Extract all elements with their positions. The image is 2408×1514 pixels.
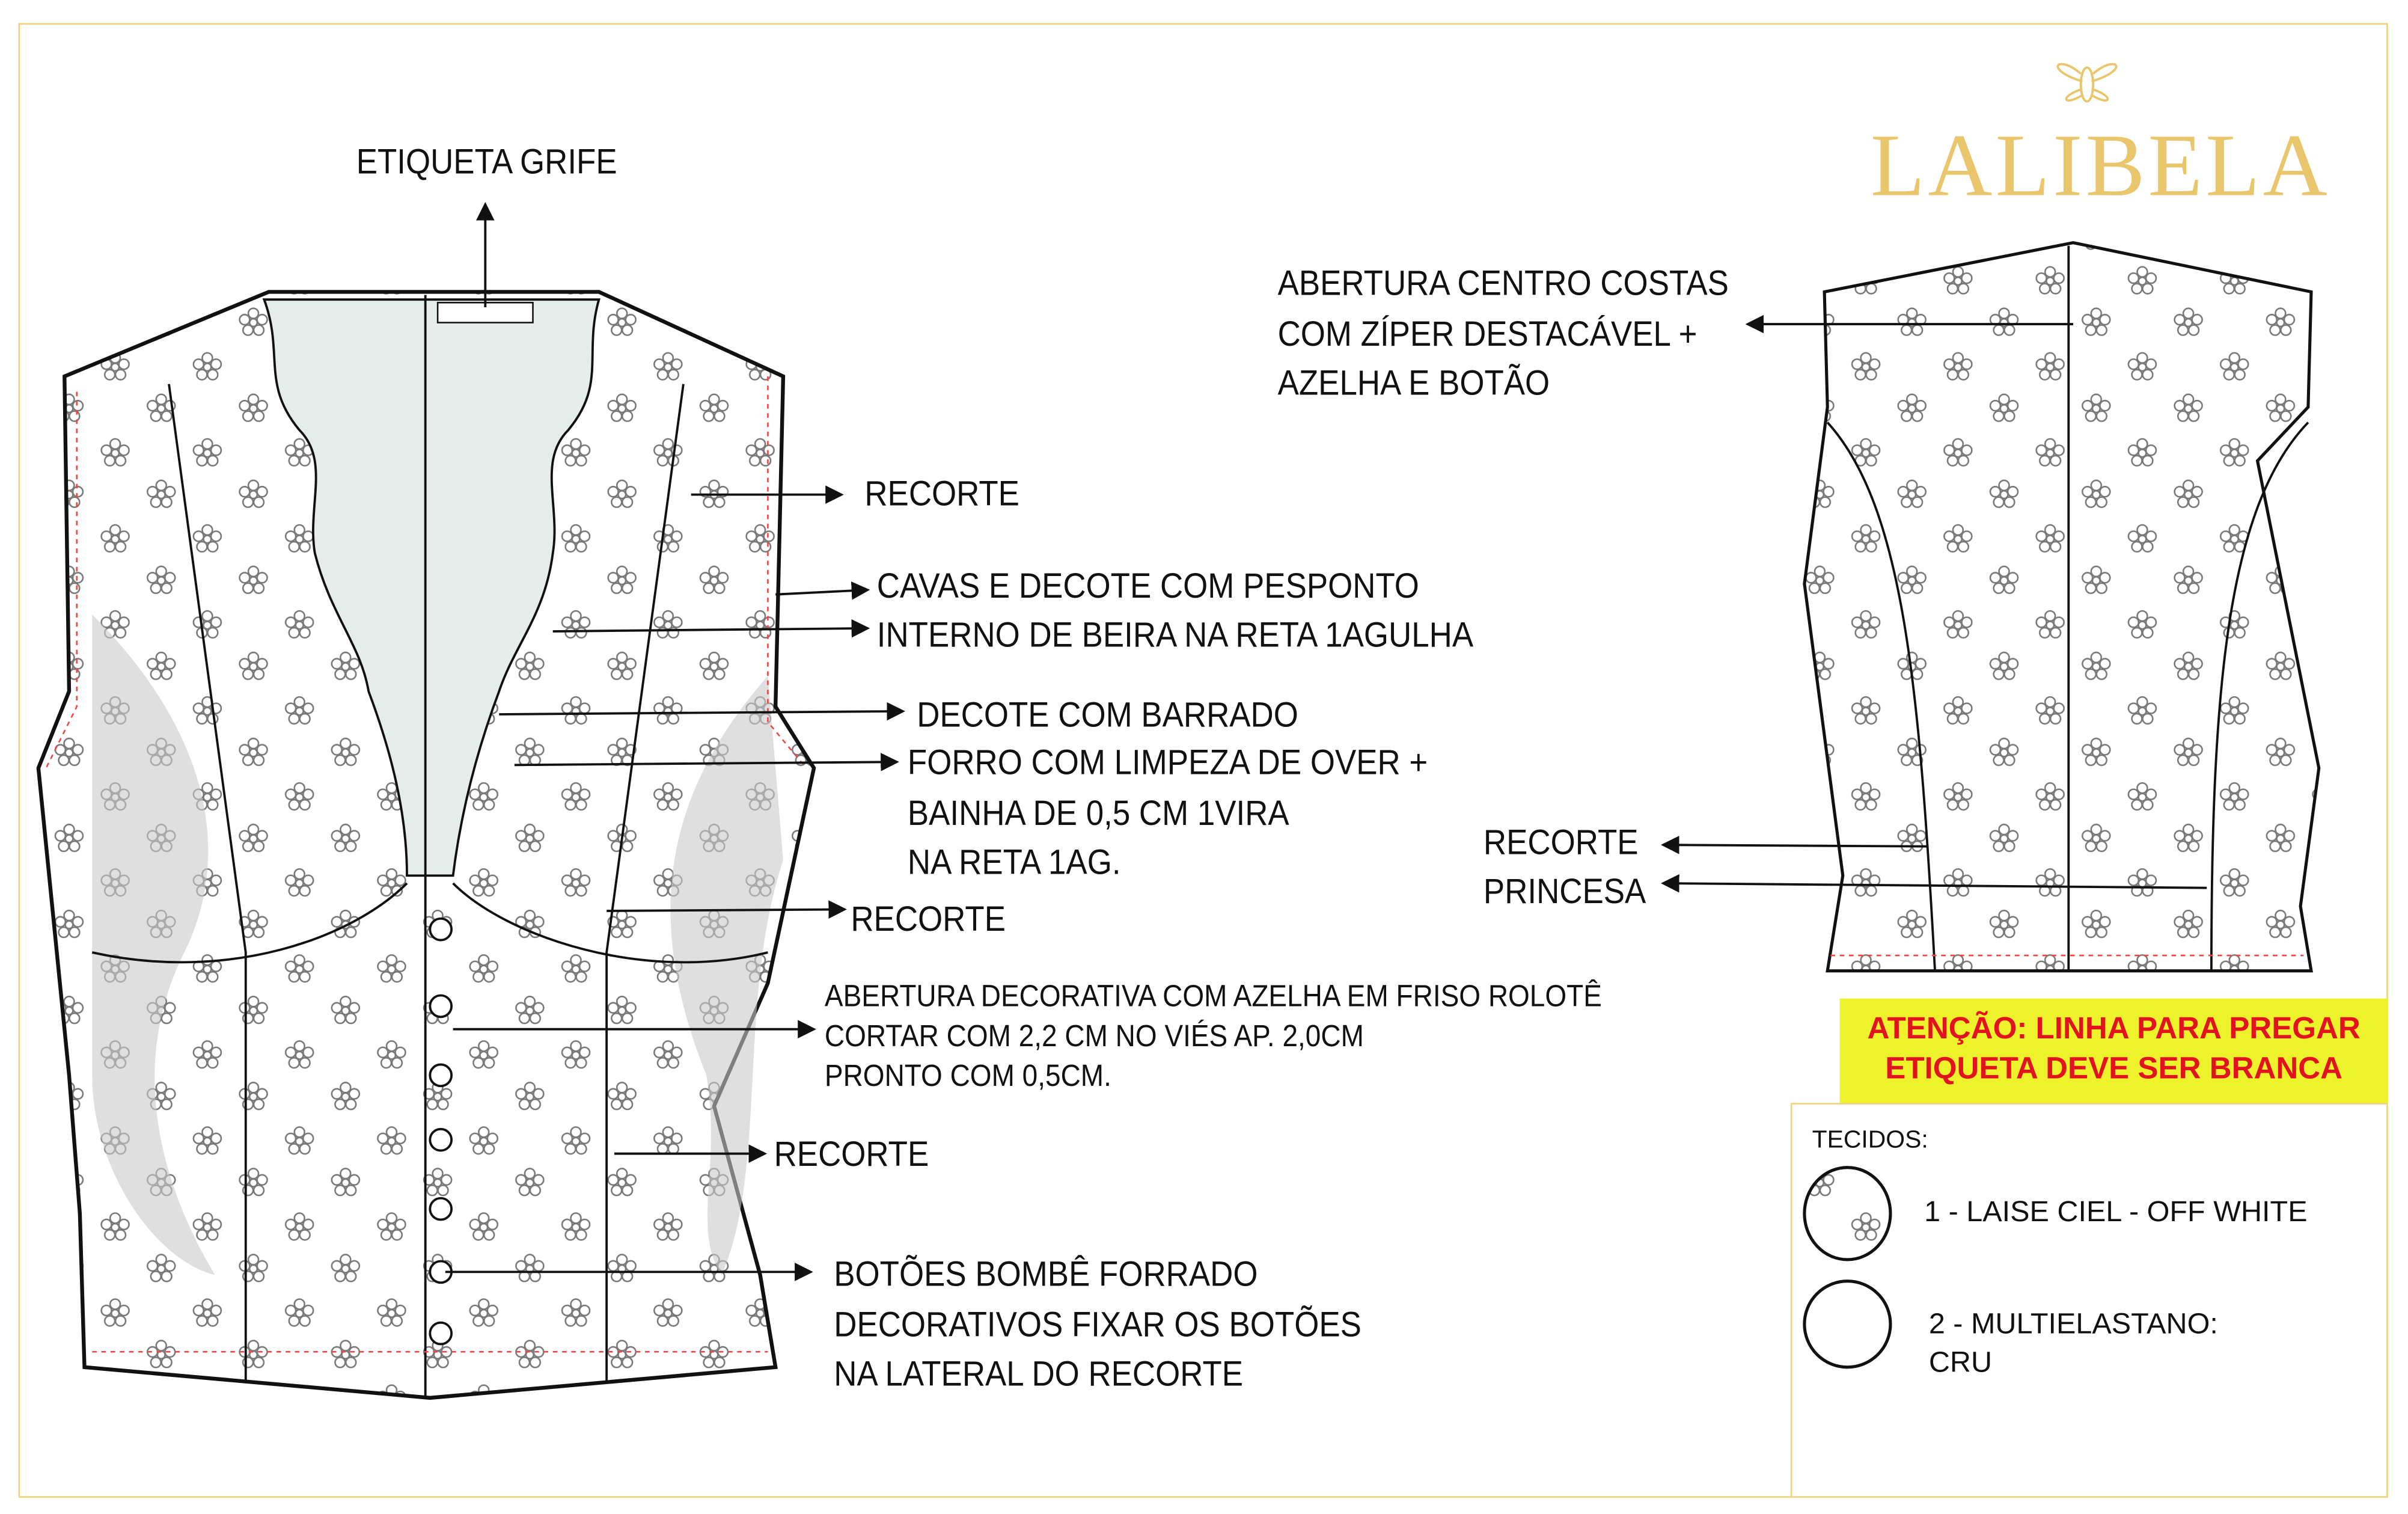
warning-line1: ATENÇÃO: LINHA PARA PREGAR (1867, 1012, 2361, 1046)
abertura-note-line1: ABERTURA DECORATIVA COM AZELHA EM FRISO … (824, 979, 1602, 1014)
forro-note-line1: FORRO COM LIMPEZA DE OVER + (907, 741, 1428, 782)
botoes-note-line3: NA LATERAL DO RECORTE (834, 1353, 1244, 1394)
fabrics-panel (1790, 1103, 2388, 1498)
forro-note-line2: BAINHA DE 0,5 CM 1VIRA (907, 792, 1289, 833)
callout-arrows (445, 201, 2207, 1281)
warning-banner: ATENÇÃO: LINHA PARA PREGAR ETIQUETA DEVE… (1839, 998, 2388, 1103)
fabric-2-sub: CRU (1928, 1347, 1993, 1380)
forro-note-line3: NA RETA 1AG. (907, 842, 1121, 882)
fabric-swatch-multielastano (1803, 1280, 1892, 1369)
bee-icon (2056, 63, 2118, 103)
botoes-note-line2: DECORATIVOS FIXAR OS BOTÕES (834, 1304, 1361, 1344)
back-opening-note-line2: COM ZÍPER DESTACÁVEL + (1277, 313, 1698, 354)
cavas-note-line1: CAVAS E DECOTE COM PESPONTO (876, 565, 1419, 605)
fabric-swatch-laise (1803, 1166, 1892, 1261)
brand-logo: LALIBELA (1870, 115, 2330, 215)
recorte-note-2: RECORTE (851, 898, 1006, 939)
fabrics-title: TECIDOS: (1812, 1127, 1928, 1154)
princess-seam-note-line2: PRINCESA (1483, 871, 1646, 911)
back-opening-note-line3: AZELHA E BOTÃO (1277, 362, 1550, 403)
cavas-note-line2: INTERNO DE BEIRA NA RETA 1AGULHA (876, 614, 1474, 655)
warning-line2: ETIQUETA DEVE SER BRANCA (1885, 1052, 2343, 1086)
fabric-2-label: 2 - MULTIELASTANO: (1928, 1308, 2218, 1341)
fabric-1-label: 1 - LAISE CIEL - OFF WHITE (1924, 1197, 2308, 1229)
abertura-note-line2: CORTAR COM 2,2 CM NO VIÉS AP. 2,0CM (824, 1020, 1364, 1054)
label-tag-note: ETIQUETA GRIFE (356, 141, 617, 182)
front-view (36, 290, 816, 1400)
recorte-note-3: RECORTE (774, 1133, 929, 1174)
abertura-note-line3: PRONTO COM 0,5CM. (824, 1059, 1111, 1094)
back-view (1803, 241, 2321, 973)
recorte-note-1: RECORTE (864, 473, 1019, 513)
back-opening-note-line1: ABERTURA CENTRO COSTAS (1277, 262, 1729, 303)
botoes-note-line1: BOTÕES BOMBÊ FORRADO (834, 1253, 1258, 1294)
decote-note: DECOTE COM BARRADO (917, 694, 1298, 735)
sheet-frame (18, 23, 2388, 1498)
princess-seam-note-line1: RECORTE (1483, 821, 1639, 862)
